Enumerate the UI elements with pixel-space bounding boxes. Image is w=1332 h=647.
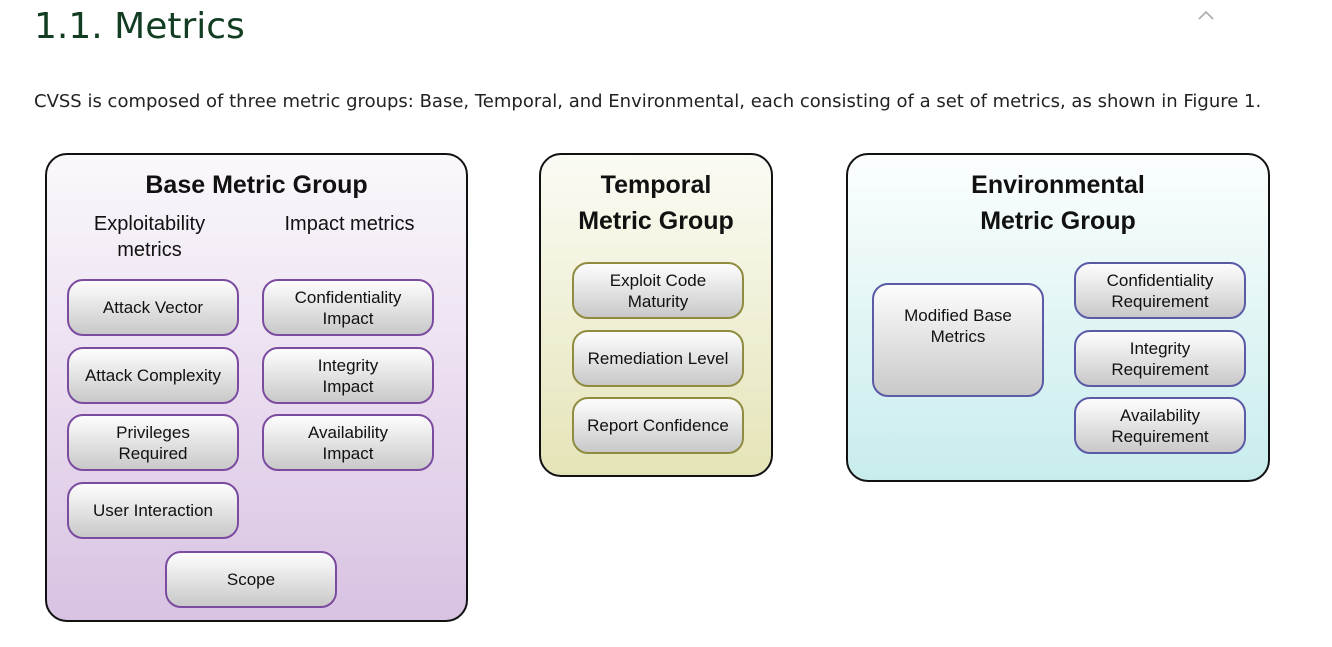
environmental-group-title: Environmental Metric Group — [971, 171, 1145, 235]
integrity-requirement-metric[interactable]: Integrity Requirement — [1074, 330, 1246, 387]
confidentiality-requirement-metric[interactable]: Confidentiality Requirement — [1074, 262, 1246, 319]
base-metric-group: Base Metric Group Exploitability metrics… — [45, 153, 468, 622]
exploit-code-maturity-metric[interactable]: Exploit Code Maturity — [572, 262, 744, 319]
modified-base-metrics[interactable]: Modified Base Metrics — [872, 283, 1044, 397]
availability-impact-metric[interactable]: Availability Impact — [262, 414, 434, 471]
chevron-up-icon[interactable] — [1196, 8, 1216, 22]
remediation-level-metric[interactable]: Remediation Level — [572, 330, 744, 387]
report-confidence-metric[interactable]: Report Confidence — [572, 397, 744, 454]
privileges-required-metric[interactable]: Privileges Required — [67, 414, 239, 471]
availability-requirement-metric[interactable]: Availability Requirement — [1074, 397, 1246, 454]
confidentiality-impact-metric[interactable]: Confidentiality Impact — [262, 279, 434, 336]
impact-metrics-header: Impact metrics — [284, 213, 415, 235]
user-interaction-metric[interactable]: User Interaction — [67, 482, 239, 539]
temporal-group-title: Temporal Metric Group — [578, 171, 734, 235]
intro-paragraph: CVSS is composed of three metric groups:… — [34, 91, 1262, 112]
integrity-impact-metric[interactable]: Integrity Impact — [262, 347, 434, 404]
scope-metric[interactable]: Scope — [165, 551, 337, 608]
temporal-metric-group: Temporal Metric Group Exploit Code Matur… — [539, 153, 773, 477]
exploitability-metrics-header: Exploitability metrics — [93, 213, 206, 261]
attack-vector-metric[interactable]: Attack Vector — [67, 279, 239, 336]
base-group-title: Base Metric Group — [145, 171, 368, 199]
environmental-metric-group: Environmental Metric Group Modified Base… — [846, 153, 1270, 482]
attack-complexity-metric[interactable]: Attack Complexity — [67, 347, 239, 404]
page-heading: 1.1. Metrics — [34, 6, 245, 47]
